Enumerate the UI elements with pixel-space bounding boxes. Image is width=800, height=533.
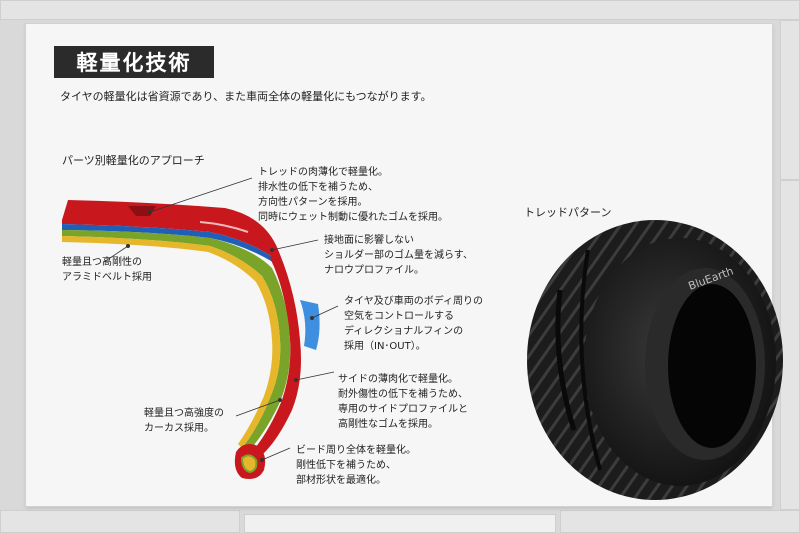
leader-shoulder — [271, 239, 319, 251]
leader-bead — [261, 447, 291, 461]
callout-bead: ビード周り全体を軽量化。 剛性低下を補うため、 部材形状を最適化。 — [296, 445, 416, 486]
tread-groove-left — [555, 289, 577, 431]
page-title: 軽量化技術 — [54, 46, 214, 78]
callout-tread: トレッドの肉薄化で軽量化。 排水性の低下を補うため、 方向性パターンを採用。 同… — [258, 167, 448, 223]
directional-fin — [300, 300, 320, 350]
leader-sidewall — [295, 371, 335, 381]
callout-shoulder: 接地面に影響しない ショルダー部のゴム量を減らす、 ナロウプロファイル。 — [324, 235, 473, 276]
callout-carcass: 軽量且つ高強度の カーカス採用。 — [144, 408, 224, 434]
bead-core — [240, 454, 258, 474]
leader-carcass — [235, 399, 281, 417]
tread-inner-line — [199, 221, 249, 233]
tread-rubber — [62, 200, 280, 262]
callout-fin: タイヤ及び車両のボディ周りの 空気をコントロールする ディレクショナルフィンの … — [344, 296, 483, 352]
leader-belt — [103, 245, 129, 263]
sidewall-rubber — [252, 245, 301, 455]
parts-section-title: パーツ別軽量化のアプローチ — [62, 154, 205, 167]
subtitle: タイヤの軽量化は省資源であり、また車両全体の軽量化にもつながります。 — [60, 90, 432, 103]
leader-tread — [149, 177, 253, 213]
tread-groove-mid — [579, 249, 602, 471]
leader-fin — [311, 305, 339, 319]
callout-belt: 軽量且つ高剛性の アラミドベルト採用 — [62, 257, 152, 283]
tread-pattern-title: トレッドパターン — [524, 206, 612, 219]
callout-sidewall: サイドの薄肉化で軽量化。 耐外傷性の低下を補うため、 専用のサイドプロファイルと… — [338, 374, 468, 430]
belt-layer — [62, 224, 282, 268]
tire-hole — [668, 284, 756, 448]
